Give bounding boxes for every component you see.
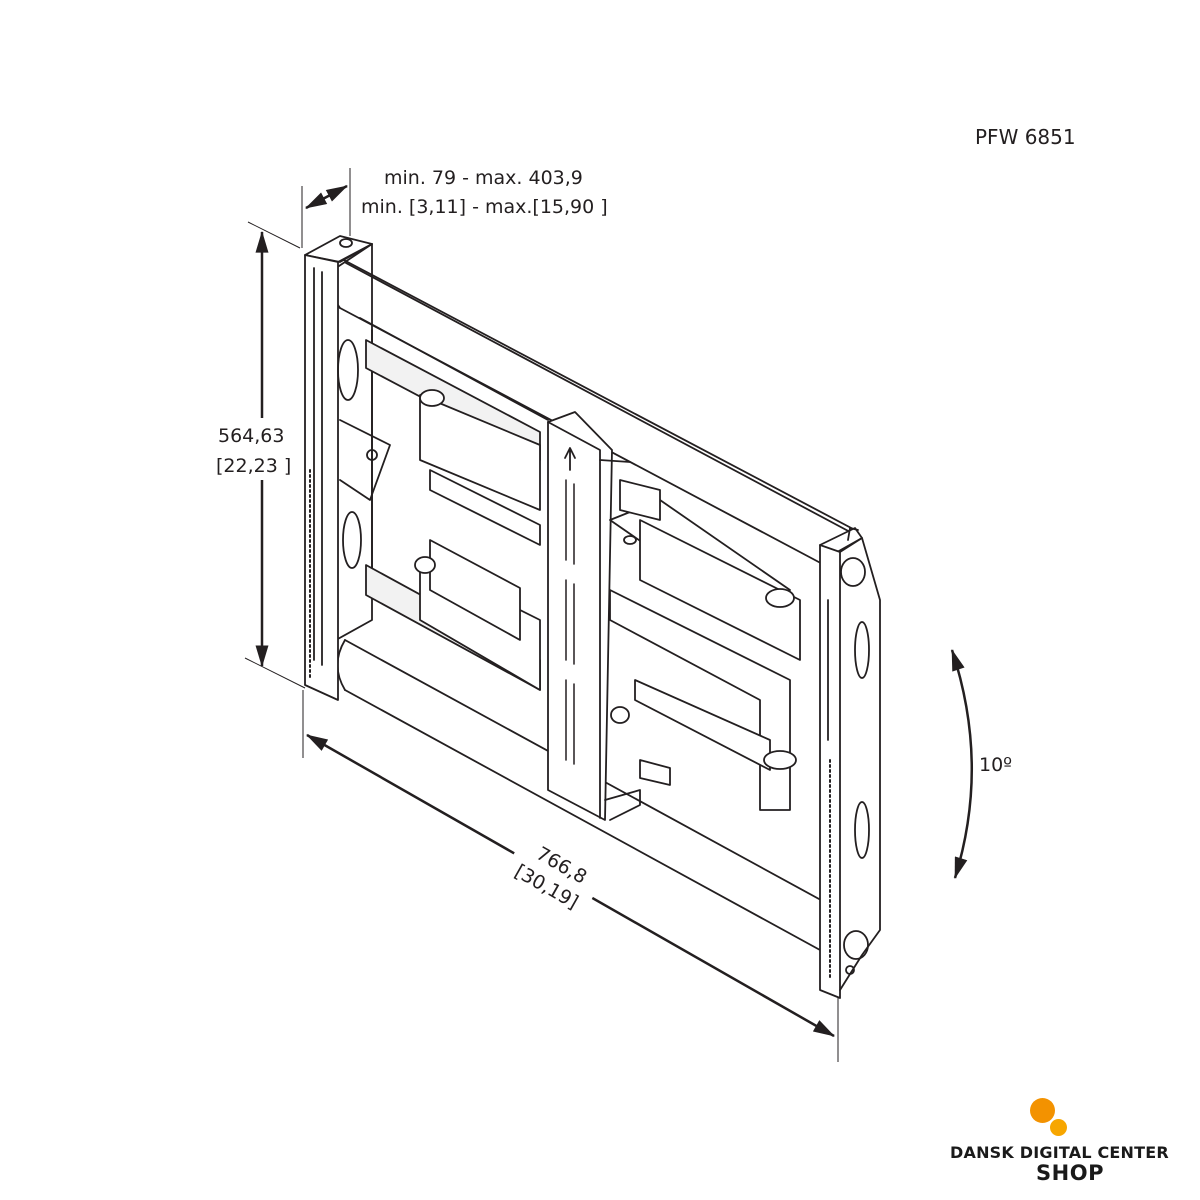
height-label-mm: 564,63 [218, 425, 284, 447]
tilt-label: 10º [979, 754, 1012, 776]
left-bracket [305, 236, 390, 700]
depth-label-in: min. [3,11] - max.[15,90 ] [361, 196, 608, 218]
left-arm-upper [420, 390, 540, 545]
logo-dot-large-icon [1030, 1098, 1055, 1123]
mount-illustration [305, 236, 880, 998]
model-label: PFW 6851 [975, 125, 1076, 149]
logo-text-line2: SHOP [1036, 1161, 1104, 1185]
height-label-bg [210, 418, 298, 480]
tilt-indicator [952, 648, 972, 880]
height-label-in: [22,23 ] [216, 455, 291, 477]
center-plate [548, 412, 640, 820]
logo-text-line1: DANSK DIGITAL CENTER [950, 1143, 1169, 1162]
right-bracket [820, 528, 880, 998]
left-arm-lower [415, 540, 540, 690]
depth-dimension [302, 168, 350, 248]
width-label-bg [501, 826, 608, 920]
right-arm-lower [610, 480, 796, 810]
shop-logo: DANSK DIGITAL CENTER SHOP [950, 1095, 1190, 1185]
depth-label-mm: min. 79 - max. 403,9 [384, 167, 583, 189]
logo-dot-small-icon [1050, 1119, 1067, 1136]
